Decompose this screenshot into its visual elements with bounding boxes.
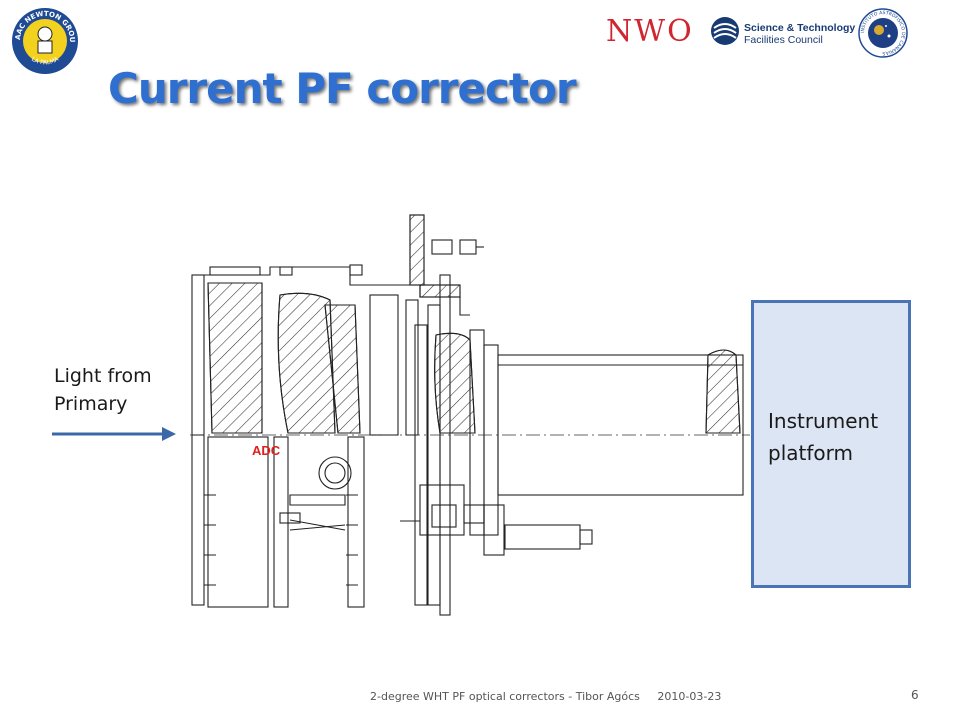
slide-footer: 2-degree WHT PF optical correctors - Tib… (370, 690, 721, 703)
stfc-emblem-icon (711, 17, 739, 45)
svg-text:LA PALMA: LA PALMA (30, 55, 61, 66)
light-label-line2: Primary (54, 393, 128, 415)
nwo-logo: NWO (606, 14, 692, 54)
ing-logo: ISAAC NEWTON GROUP LA PALMA (10, 6, 78, 74)
iac-logo: INSTITUTO ASTROFISICO DE CANARIAS (858, 8, 908, 58)
instrument-platform-label: Instrument platform (768, 405, 878, 469)
platform-label-line1: Instrument (768, 409, 879, 433)
page-number: 6 (911, 688, 919, 702)
ing-logo-text-bottom: LA PALMA (30, 55, 61, 66)
stfc-logo-sub: Facilities Council (744, 34, 823, 46)
corrector-cross-section-drawing: ADC (190, 214, 750, 616)
stfc-logo: Science & Technology Facilities Council (710, 14, 855, 50)
light-label-line1: Light from (54, 365, 152, 387)
slide-title: Current PF corrector (108, 64, 577, 113)
platform-label-line2: platform (768, 441, 853, 465)
instrument-platform-box: Instrument platform (751, 300, 911, 588)
adc-label: ADC (252, 443, 281, 458)
stfc-logo-name: Science & Technology (744, 22, 856, 34)
light-from-primary-label: Light from Primary (54, 362, 152, 418)
footer-date: 2010-03-23 (657, 690, 722, 703)
nwo-logo-text: NWO (606, 14, 694, 49)
footer-caption: 2-degree WHT PF optical correctors - Tib… (370, 690, 640, 703)
light-direction-arrow-icon (52, 427, 176, 441)
